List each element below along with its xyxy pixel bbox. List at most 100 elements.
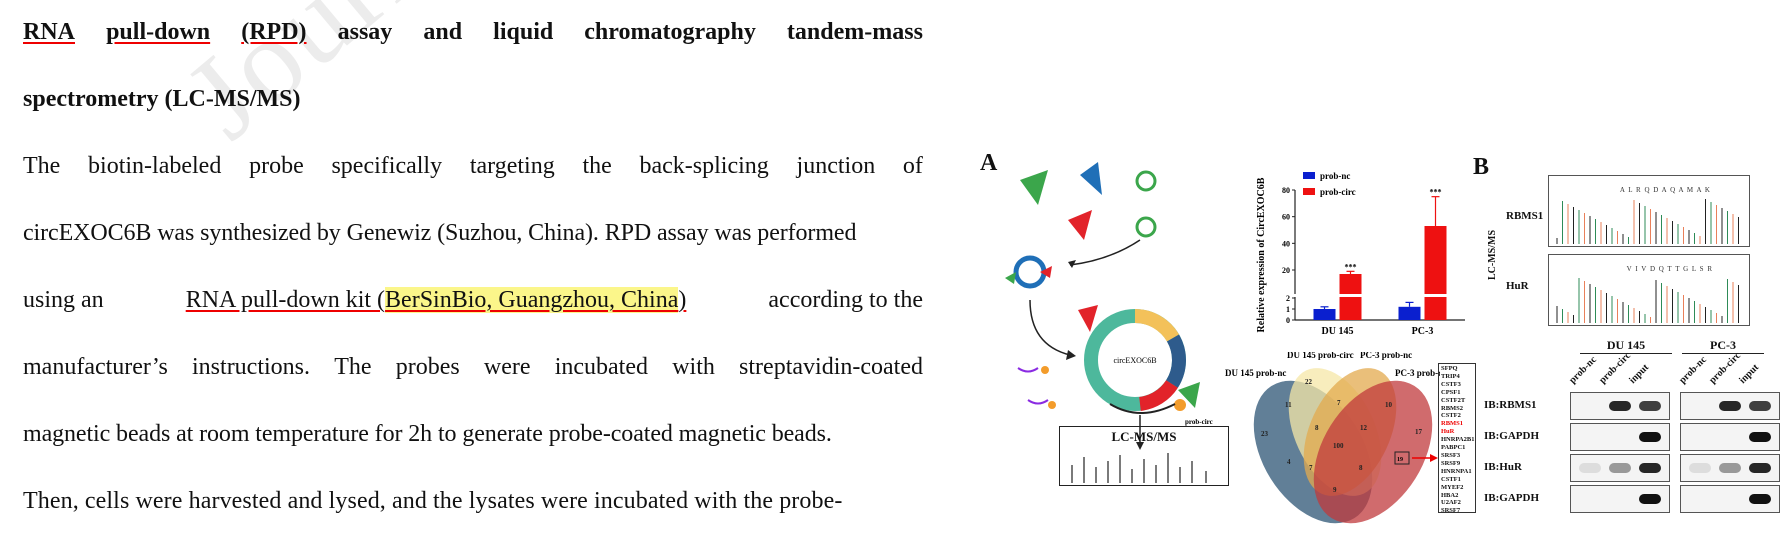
blot-row-label: IB:HuR (1484, 461, 1522, 473)
rpd-schematic: circEXOC6B prob-circ (1005, 162, 1213, 450)
blot-lane-label: input (1737, 362, 1762, 386)
kit-link[interactable]: RNA pull-down kit (BerSinBio, Guangzhou,… (185, 287, 687, 313)
bound-complex-icon (1013, 255, 1047, 289)
arrow-icon (1029, 299, 1071, 356)
paragraph-line3: using an RNA pull-down kit (BerSinBio, G… (23, 282, 923, 318)
y-tick-label: 40 (1282, 239, 1290, 248)
venn-label: PC-3 prob-circ (1395, 368, 1440, 378)
paragraph-line5: magnetic beads at room temperature for 2… (23, 421, 832, 447)
word: were (483, 354, 531, 380)
blot-band (1639, 432, 1661, 442)
blot-lane-label: prob-nc (1677, 354, 1709, 386)
blot-band (1749, 401, 1771, 411)
protein-item: TRIP4 (1441, 372, 1460, 380)
spectrum-peaks (1071, 453, 1207, 483)
blot-band (1639, 494, 1661, 504)
blot-strip (1680, 423, 1780, 451)
blot-strip (1680, 392, 1780, 420)
word: liquid (493, 19, 554, 45)
protein-item: HNRNPA1 (1441, 467, 1472, 475)
protein-item: U2AF2 (1441, 499, 1461, 507)
blot-strip (1570, 485, 1670, 513)
blot-lane-label: input (1627, 362, 1652, 386)
blot-band (1689, 463, 1711, 473)
venn-count: 100 (1333, 442, 1344, 450)
protein-item: HNRPA2B1 (1441, 436, 1475, 444)
blot-group-pc3: PC-3 (1682, 338, 1764, 354)
blot-band (1609, 401, 1631, 411)
highlight-box (1394, 451, 1410, 465)
protein-item: RBMS1 (1441, 420, 1464, 428)
highlighted-vendor: BerSinBio, Guangzhou, China (385, 287, 679, 313)
legend-swatch (1303, 172, 1315, 179)
protein-item: HuR (1441, 428, 1455, 436)
expression-bar-chart: Relative expression of CircEXOC6B 012204… (1256, 171, 1465, 337)
section-heading-line2: spectrometry (LC-MS/MS) (23, 86, 301, 112)
paragraph-line2: circEXOC6B was synthesized by Genewiz (S… (23, 220, 857, 246)
blot-strip (1570, 423, 1670, 451)
blot-lane-label: prob-circ (1707, 350, 1744, 386)
word: instructions. (192, 354, 311, 380)
protein-item: SRSF3 (1441, 451, 1461, 459)
word: of (902, 153, 923, 179)
bar (1424, 226, 1447, 320)
blot-row-label: IB:RBMS1 (1484, 399, 1537, 411)
x-tick-label: PC-3 (1412, 326, 1434, 337)
blot-strip (1680, 454, 1780, 482)
venn-count: 17 (1415, 428, 1423, 436)
protein-item: RBMS2 (1441, 404, 1464, 412)
significance-label: *** (1430, 188, 1442, 197)
bar (1398, 306, 1421, 320)
blot-band (1609, 463, 1631, 473)
circ-label: circEXOC6B (1113, 356, 1156, 365)
blue-protein-icon (1080, 162, 1102, 195)
word: the (582, 153, 612, 179)
blot-strip (1680, 485, 1780, 513)
venn-count: 12 (1360, 424, 1368, 432)
venn-diagram: DU 145 prob-nc DU 145 prob-circ PC-3 pro… (1225, 352, 1440, 524)
ms-spectrum-hur: V I V D Q T T G L S R (1548, 254, 1750, 326)
word: probes (395, 354, 460, 380)
blot-row-label: IB:GAPDH (1484, 492, 1539, 504)
word: chromatography (584, 19, 756, 45)
word: with (672, 354, 715, 380)
ms-row-label: HuR (1506, 280, 1529, 292)
blot-group-du145: DU 145 (1580, 338, 1672, 354)
blot-band (1719, 463, 1741, 473)
blot-band (1749, 494, 1771, 504)
blot-lane-label: prob-nc (1567, 354, 1599, 386)
blot-band (1719, 401, 1741, 411)
blot-strip (1570, 454, 1670, 482)
word: targeting (469, 153, 555, 179)
blot-band (1579, 463, 1601, 473)
blot-strip (1570, 392, 1670, 420)
venn-count: 23 (1261, 430, 1269, 438)
word: incubated (554, 354, 648, 380)
venn-count: 8 (1315, 424, 1319, 432)
venn-count: 11 (1285, 401, 1292, 409)
x-tick-label: DU 145 (1322, 326, 1354, 337)
venn-count: 9 (1333, 486, 1337, 494)
protein-item: CPSF1 (1441, 388, 1461, 396)
word: (RPD) (241, 19, 307, 45)
word: back-splicing (639, 153, 769, 179)
text-span: using an (23, 287, 104, 313)
ms-row-label: RBMS1 (1506, 210, 1544, 222)
word: manufacturer’s (23, 354, 168, 380)
word: junction (796, 153, 876, 179)
venn-count: 7 (1337, 399, 1341, 407)
word: RNA (23, 19, 75, 45)
protein-item: PABPC1 (1441, 444, 1466, 452)
lcms-box-title: LC-MS/MS (1111, 429, 1177, 444)
panel-a-label: A (980, 150, 998, 176)
red-protein-icon (1068, 210, 1092, 240)
venn-count: 7 (1309, 464, 1313, 472)
legend-label: prob-nc (1320, 171, 1350, 181)
significance-label: *** (1345, 262, 1357, 271)
protein-item: SRSF9 (1441, 459, 1461, 467)
lcms-box: LC-MS/MS (1059, 426, 1229, 486)
blot-band (1749, 432, 1771, 442)
word: The (23, 153, 61, 179)
venn-count: 4 (1287, 458, 1291, 466)
